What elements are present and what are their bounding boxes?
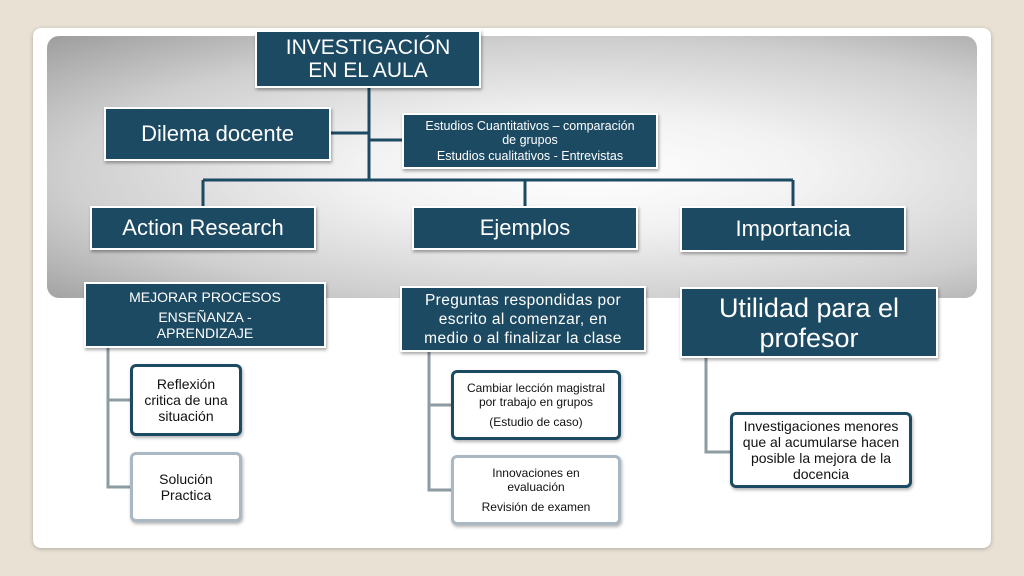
imp-header-line-1: Utilidad para el xyxy=(718,292,900,323)
imp-child-line-1: Investigaciones menores xyxy=(743,418,899,434)
imp-child-line-3: posible la mejora de la xyxy=(750,450,892,466)
ej-child-2-line-2: evaluación xyxy=(507,480,565,494)
imp-child-line-2: que al acumularse hacen xyxy=(742,434,900,450)
ej-child-innovaciones: Innovaciones en evaluación Revisión de e… xyxy=(451,455,621,525)
imp-child-investigaciones: Investigaciones menores que al acumulars… xyxy=(730,412,912,488)
estudios-node: Estudios Cuantitativos – comparación de … xyxy=(402,113,658,169)
root-line-1: INVESTIGACIÓN xyxy=(285,36,451,59)
imp-header: Utilidad para el profesor xyxy=(680,287,938,358)
imp-tree xyxy=(704,358,730,454)
branch-bar xyxy=(201,178,795,206)
ej-header: Preguntas respondidas por escrito al com… xyxy=(400,286,646,352)
ej-child-1-line-1: Cambiar lección magistral xyxy=(466,381,606,395)
ej-child-cambiar: Cambiar lección magistral por trabajo en… xyxy=(451,370,621,440)
ar-child-reflexion: Reflexión critica de una situación xyxy=(130,364,242,436)
branch-label-ejemplos: Ejemplos xyxy=(479,215,571,240)
branch-action-research: Action Research xyxy=(90,206,316,250)
ej-child-1-line-2: por trabajo en grupos xyxy=(478,395,594,409)
root-node: INVESTIGACIÓN EN EL AULA xyxy=(255,30,481,88)
ar-header-line-1: MEJORAR PROCESOS xyxy=(129,289,281,305)
ar-header-line-2: ENSEÑANZA - xyxy=(158,309,252,325)
branch-label-importancia: Importancia xyxy=(735,216,851,241)
dilema-node: Dilema docente xyxy=(104,107,331,161)
ej-child-2-line-3: Revisión de examen xyxy=(481,500,591,514)
ej-tree xyxy=(427,352,451,492)
branch-label-action-research: Action Research xyxy=(122,215,284,240)
branch-ejemplos: Ejemplos xyxy=(412,206,638,250)
ej-header-line-3: medio o al finalizar la clase xyxy=(424,329,622,347)
ar-child-1-line-1: Reflexión xyxy=(156,376,216,392)
ar-child-1-line-3: situación xyxy=(158,408,214,424)
imp-header-line-2: profesor xyxy=(759,322,859,353)
imp-child-line-4: docencia xyxy=(792,466,850,482)
ej-child-2-line-1: Innovaciones en xyxy=(492,466,580,480)
branch-importancia: Importancia xyxy=(680,206,906,252)
ej-child-1-line-3: (Estudio de caso) xyxy=(489,415,583,429)
ej-header-line-1: Preguntas respondidas por xyxy=(424,291,622,309)
ar-child-2-line-1: Solución xyxy=(159,471,213,487)
estudios-line-2: de grupos xyxy=(502,133,558,147)
estudios-line-3: Estudios cualitativos - Entrevistas xyxy=(436,149,624,163)
dilema-label: Dilema docente xyxy=(141,121,294,146)
root-line-2: EN EL AULA xyxy=(308,59,428,82)
estudios-line-1: Estudios Cuantitativos – comparación xyxy=(425,119,635,133)
ar-header: MEJORAR PROCESOS ENSEÑANZA - APRENDIZAJE xyxy=(84,282,326,348)
ar-header-line-3: APRENDIZAJE xyxy=(156,325,254,341)
ar-tree xyxy=(106,348,130,489)
ar-child-2-line-2: Practica xyxy=(160,487,212,503)
ar-child-1-line-2: critica de una xyxy=(144,392,228,408)
ej-header-line-2: escrito al comenzar, en xyxy=(438,310,608,328)
ar-child-solucion: Solución Practica xyxy=(130,452,242,522)
